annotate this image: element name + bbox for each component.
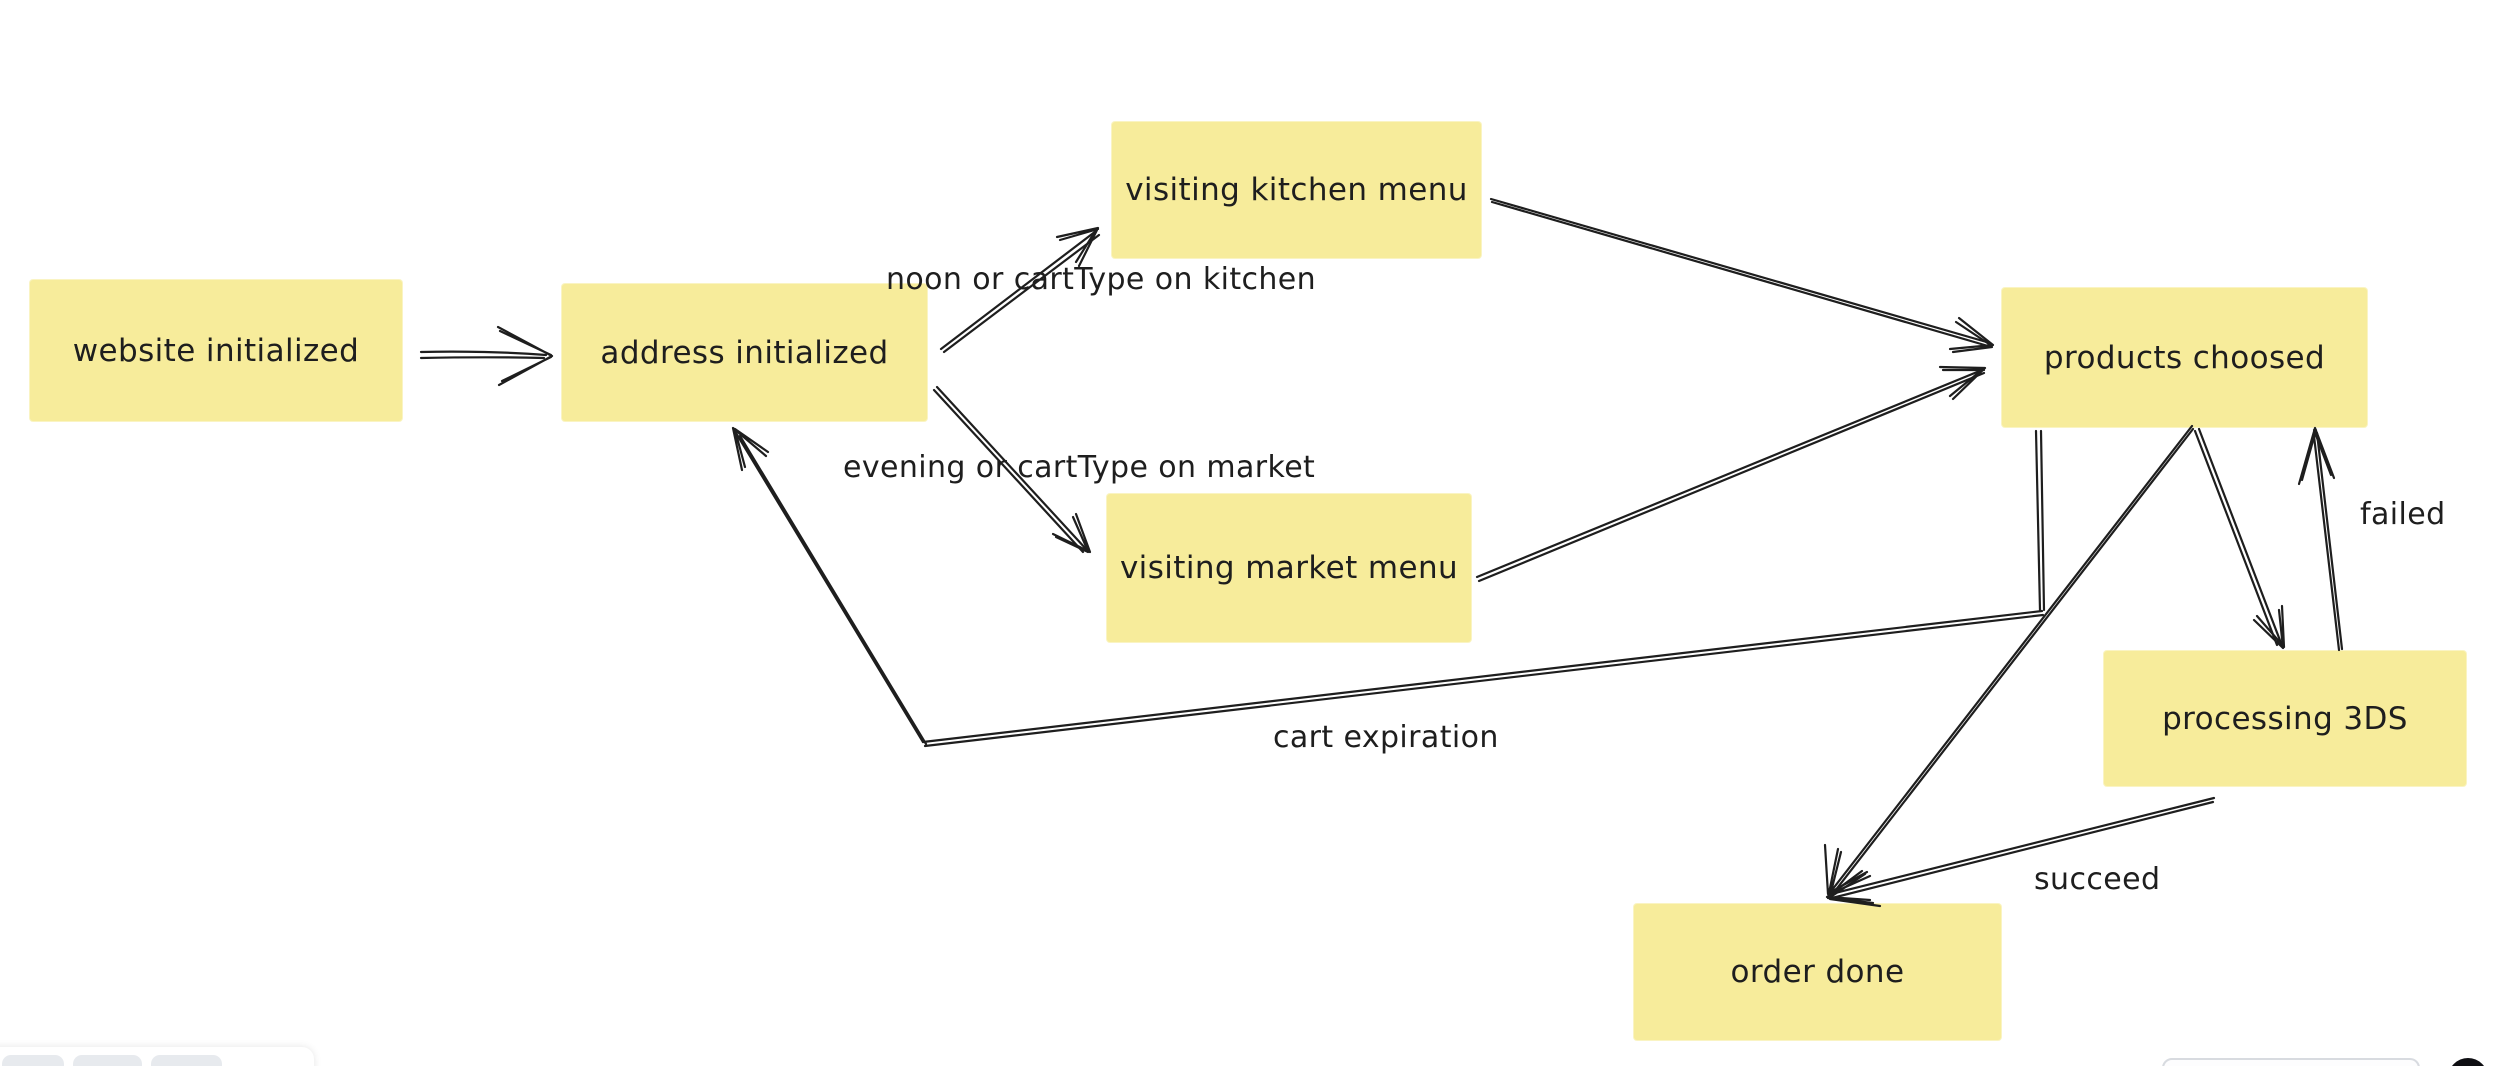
arrow-kitchen-to-products[interactable] (1489, 197, 1995, 354)
node-label: products choosed (2043, 339, 2326, 376)
node-label: order done (1730, 954, 1905, 990)
node-label: visiting market menu (1119, 550, 1459, 586)
node-visiting-market-menu[interactable]: visiting market menu (1107, 494, 1471, 642)
arrow-products-to-processing[interactable] (2193, 427, 2286, 650)
toolbar-button-3[interactable] (151, 1055, 222, 1066)
node-website-initialized[interactable]: website initialized (30, 280, 402, 421)
bottom-right-island (2162, 1058, 2420, 1066)
toolbar-button-1[interactable] (2, 1055, 64, 1066)
zoom-toolbar-panel (0, 1047, 314, 1066)
edge-label-failed[interactable]: failed (2360, 497, 2446, 532)
node-label: visiting kitchen menu (1125, 172, 1468, 208)
arrow-market-to-products[interactable] (1475, 365, 1987, 583)
node-label: website initialized (72, 332, 360, 369)
arrow-processing-to-products-failed[interactable] (2297, 426, 2344, 652)
node-processing-3ds[interactable]: processing 3DS (2104, 651, 2466, 786)
toolbar-button-2[interactable] (73, 1055, 142, 1066)
help-button[interactable] (2448, 1058, 2488, 1066)
edge-label-evening-or-carttype-on-market[interactable]: evening or cartType on market (843, 450, 1316, 485)
node-products-choosed[interactable]: products choosed (2002, 288, 2367, 427)
node-address-initialized[interactable]: address initialized (562, 284, 927, 421)
node-order-done[interactable]: order done (1634, 904, 2001, 1040)
node-label: processing 3DS (2162, 700, 2408, 737)
edge-label-succeed[interactable]: succeed (2034, 862, 2161, 897)
node-visiting-kitchen-menu[interactable]: visiting kitchen menu (1112, 122, 1481, 258)
node-label: address initialized (600, 334, 889, 371)
arrow-website-to-address[interactable] (419, 325, 554, 387)
edge-label-cart-expiration[interactable]: cart expiration (1273, 720, 1499, 755)
edge-label-noon-or-carttype-on-kitchen[interactable]: noon or cartType on kitchen (886, 262, 1317, 297)
